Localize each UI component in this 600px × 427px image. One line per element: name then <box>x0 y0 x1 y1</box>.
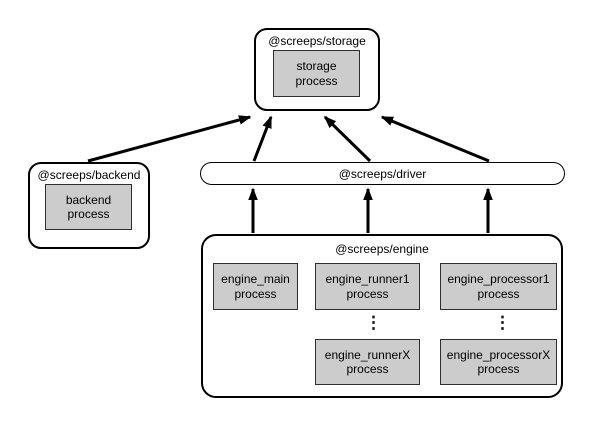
process-backend: backend process <box>45 184 132 230</box>
node-backend-label: @screeps/backend <box>37 168 141 182</box>
arrow-driver-to-storage-right <box>380 115 490 163</box>
ellipsis-runner-column: ⋮ <box>365 314 382 331</box>
process-storage: storage process <box>273 50 360 97</box>
node-driver: @screeps/driver <box>200 162 565 185</box>
process-engine-processorX: engine_processorX process <box>440 339 557 385</box>
process-engine-main: engine_main process <box>213 263 298 310</box>
arrow-driver-to-storage-middle <box>323 115 372 163</box>
node-driver-label: @screeps/driver <box>338 166 427 181</box>
arrow-driver-to-storage-left <box>252 115 273 162</box>
node-storage-label: @screeps/storage <box>268 34 366 48</box>
arrow-backend-to-storage <box>87 115 252 163</box>
process-engine-runnerX: engine_runnerX process <box>315 339 420 385</box>
process-engine-runner1: engine_runner1 process <box>315 263 420 310</box>
process-engine-processor1: engine_processor1 process <box>440 263 557 310</box>
ellipsis-processor-column: ⋮ <box>494 314 511 331</box>
node-engine-label: @screeps/engine <box>335 242 429 256</box>
